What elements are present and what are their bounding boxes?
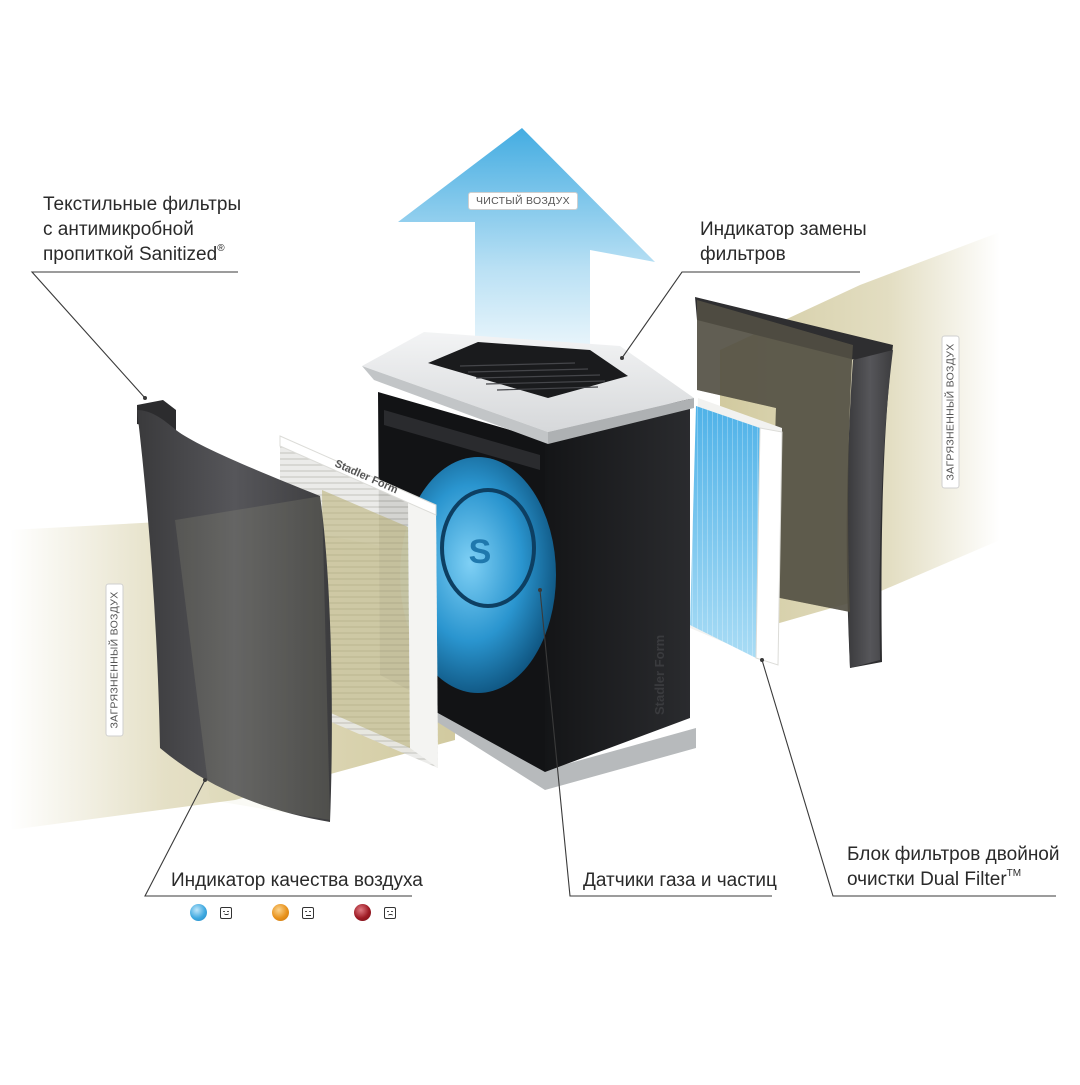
callout-filter-indicator-line1: Индикатор замены — [700, 219, 867, 240]
leader-line-air-quality — [144, 779, 412, 897]
callout-sensors: Датчики газа и частиц — [583, 868, 777, 893]
tag-dirty-air-right: ЗАГРЯЗНЕННЫЙ ВОЗДУХ — [941, 335, 960, 489]
purifier-unit: Stadler Form S — [362, 332, 696, 790]
status-dot-poor — [354, 904, 371, 921]
registered-mark: ® — [217, 243, 225, 254]
trademark-mark: TM — [1006, 868, 1022, 879]
air-quality-legend — [190, 904, 436, 921]
status-dot-moderate — [272, 904, 289, 921]
callout-textile-line2: с антимикробной — [43, 219, 194, 240]
callout-filter-indicator-line2: фильтров — [700, 244, 786, 265]
callout-textile-line3: пропиткой Sanitized — [43, 244, 218, 265]
callout-dual-filter-line2: очистки Dual Filter — [847, 869, 1007, 890]
callout-dual-filter-line1: Блок фильтров двойной — [847, 844, 1060, 865]
fan-blower — [400, 457, 556, 693]
tag-clean-air: ЧИСТЫЙ ВОЗДУХ — [468, 192, 578, 210]
status-dot-good — [190, 904, 207, 921]
textile-filter-left — [137, 400, 332, 822]
happy-face-icon — [220, 906, 232, 919]
fan-logo: S — [469, 533, 492, 571]
callout-sensors-text: Датчики газа и частиц — [583, 870, 777, 891]
brand-logo-vertical: Stadler Form — [652, 635, 667, 715]
legend-item-poor — [354, 904, 396, 921]
leader-line-sensors — [539, 589, 772, 897]
leader-line-filter-indicator — [621, 271, 860, 359]
callout-textile-filters: Текстильные фильтры с антимикробной проп… — [43, 192, 241, 267]
callout-textile-line1: Текстильные фильтры — [43, 194, 242, 215]
legend-item-good — [190, 904, 232, 921]
callout-filter-indicator: Индикатор замены фильтров — [700, 217, 867, 267]
leader-line-textile — [30, 271, 238, 399]
dual-filter-right — [690, 398, 783, 666]
clean-air-arrow — [398, 128, 655, 385]
leader-line-dual-filter — [761, 659, 1056, 897]
callout-air-quality-text: Индикатор качества воздуха — [171, 870, 423, 891]
legend-item-moderate — [272, 904, 314, 921]
sad-face-icon — [384, 906, 396, 919]
neutral-face-icon — [302, 906, 314, 919]
callout-dual-filter: Блок фильтров двойной очистки Dual Filte… — [847, 842, 1060, 892]
callout-air-quality-indicator: Индикатор качества воздуха — [171, 868, 423, 893]
tag-dirty-air-left: ЗАГРЯЗНЕННЫЙ ВОЗДУХ — [105, 583, 124, 737]
